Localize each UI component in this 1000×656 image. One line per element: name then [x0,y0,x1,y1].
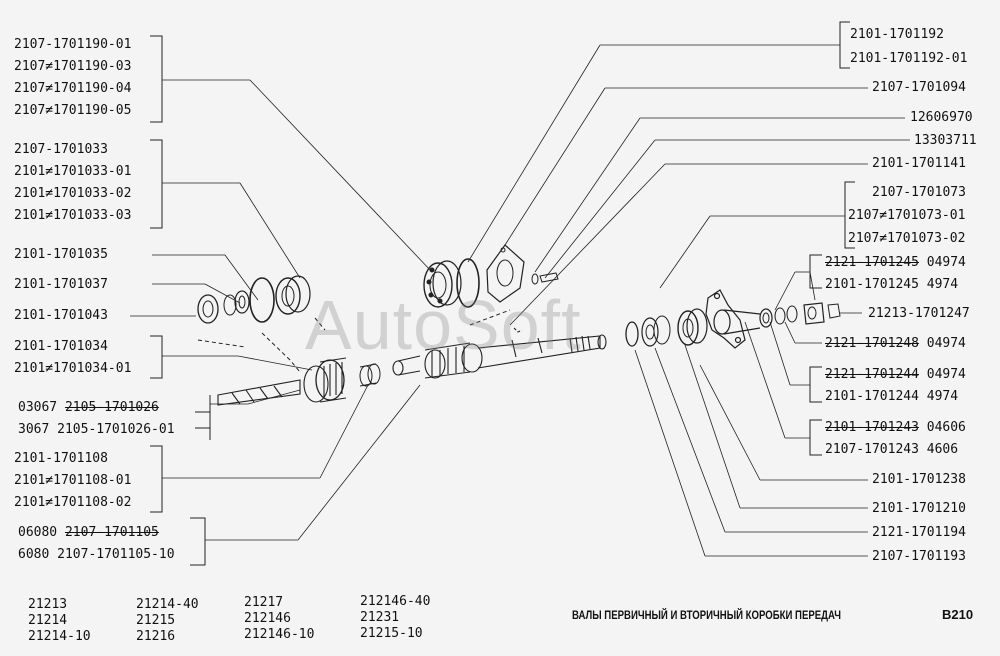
part-number-label[interactable]: 2101-1701192-01 [850,51,968,66]
code-suffix: 04974 [926,336,966,351]
model-code: 21213 [28,597,68,612]
code-prefix: 06080 [18,525,58,540]
part-number-label[interactable]: 6080 2107-1701105-10 [18,547,175,562]
part-number-label[interactable]: 2101-1701034 [14,339,108,354]
part-number-label[interactable]: 2107≠1701190-05 [14,103,132,118]
code-suffix: 04606 [926,420,966,435]
part-number-label[interactable]: 2107-1701190-01 [14,37,132,52]
model-code: 21231 [360,610,400,625]
dashed-axis-mid [469,309,511,326]
part-number-label[interactable]: 2121-1701248 04974 [825,337,966,350]
part-number-label[interactable]: 2121-1701245 04974 [825,256,966,269]
autosoft-watermark: AutoSoft [305,286,582,364]
superseded-number: 2121-1701248 [825,336,919,351]
part-number-label[interactable]: 2107≠1701073-01 [848,208,966,223]
page-code: B210 [942,607,974,622]
snap-ring-part [456,258,480,308]
superseded-number: 2121-1701244 [825,367,919,382]
dashed-axis-left [197,317,326,373]
bearing-part [423,260,462,308]
output-bearing-parts [625,308,708,347]
part-number-label[interactable]: 06080 2107-1701105 [18,526,159,539]
part-number-label[interactable]: 2107≠1701190-03 [14,59,132,74]
part-number-label[interactable]: 2107-1701243 4606 [825,442,959,457]
part-number-label[interactable]: 2101-1701245 4974 [825,277,959,292]
bearing-cover-plate [486,244,525,303]
code-suffix: 04974 [926,367,966,382]
part-number-label[interactable]: 21213-1701247 [868,306,970,321]
part-number-label[interactable]: 13303711 [914,133,977,148]
model-code: 212146-40 [360,594,431,609]
model-code: 21214 [28,613,68,628]
part-number-label[interactable]: 2101-1701244 4974 [825,389,959,404]
part-number-label[interactable]: 2101-1701037 [14,277,108,292]
part-number-label[interactable]: 2101-1701210 [872,501,966,516]
part-number-label[interactable]: 2107-1701033 [14,142,108,157]
input-shaft-part [217,357,347,406]
model-code: 21216 [136,629,176,644]
part-number-label[interactable]: 3067 2105-1701026-01 [18,422,175,437]
part-number-label[interactable]: 2121-1701194 [872,525,966,540]
part-number-label[interactable]: 03067 2105-1701026 [18,401,159,414]
part-number-label[interactable]: 2107≠1701190-04 [14,81,132,96]
superseded-number: 2105-1701026 [64,400,159,415]
needle-bearing-part [359,363,381,387]
part-number-label[interactable]: 12606970 [910,110,973,125]
part-number-label[interactable]: 2101≠1701033-02 [14,186,132,201]
flange-part [705,289,761,349]
lock-ring-part [249,277,275,323]
part-number-label[interactable]: 2107-1701094 [872,80,966,95]
part-number-label[interactable]: 2121-1701244 04974 [825,368,966,381]
part-number-label[interactable]: 2101≠1701033-01 [14,164,132,179]
model-code: 21215 [136,613,176,628]
code-prefix: 03067 [18,400,58,415]
right-leaders [467,44,910,557]
part-number-label[interactable]: 2107-1701073 [872,185,966,200]
part-number-label[interactable]: 2101-1701043 [14,308,108,323]
part-number-label[interactable]: 2101≠1701033-03 [14,208,132,223]
spacer-ring-part [223,290,250,316]
model-code: 21214-40 [136,597,199,612]
part-number-label[interactable]: 2101-1701141 [872,156,966,171]
code-suffix: 04974 [926,255,966,270]
part-number-label[interactable]: 2101-1701108 [14,451,108,466]
model-code: 21217 [244,595,284,610]
superseded-number: 2121-1701245 [825,255,919,270]
bolt-part [531,272,559,285]
diagram-title: ВАЛЫ ПЕРВИЧНЫЙ И ВТОРИЧНЫЙ КОРОБКИ ПЕРЕД… [572,608,841,622]
superseded-number: 2107-1701105 [64,525,159,540]
part-number-label[interactable]: 2101-1701243 04606 [825,421,966,434]
part-number-label[interactable]: 2107≠1701073-02 [848,231,966,246]
model-code: 21215-10 [360,626,423,641]
input-bearing-part [275,275,311,315]
part-number-label[interactable]: 2101≠1701108-02 [14,495,132,510]
part-number-label[interactable]: 2101≠1701034-01 [14,361,132,376]
part-number-label[interactable]: 2101≠1701108-01 [14,473,132,488]
model-code: 21214-10 [28,629,91,644]
left-brackets [150,35,211,566]
seal-washer-parts [759,302,841,328]
model-code: 212146-10 [244,627,315,642]
part-number-label[interactable]: 2101-1701192 [850,27,944,42]
part-number-label[interactable]: 2107-1701193 [872,549,966,564]
left-leaders [130,79,433,541]
part-number-label[interactable]: 2101-1701238 [872,472,966,487]
superseded-number: 2101-1701243 [825,420,919,435]
part-number-label[interactable]: 2101-1701035 [14,247,108,262]
model-code: 212146 [244,611,291,626]
output-shaft-part [392,327,607,379]
right-brackets [809,21,855,456]
oil-seal-part [197,294,219,324]
